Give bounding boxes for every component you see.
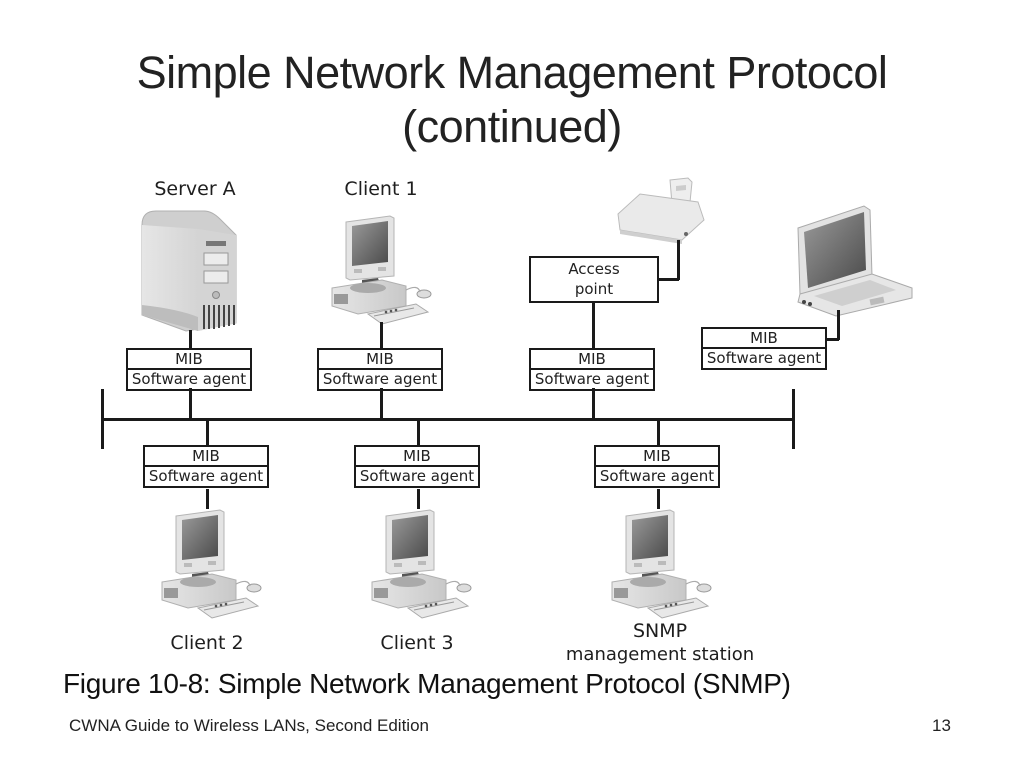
link-laptop-v xyxy=(837,310,840,340)
drop-snmp-station xyxy=(657,489,660,509)
node-label-client-1: Client 1 xyxy=(344,178,418,200)
desktop-computer-icon xyxy=(371,509,472,619)
agent-box-snmp-station: MIB Software agent xyxy=(594,445,720,488)
slide-footer: CWNA Guide to Wireless LANs, Second Edit… xyxy=(69,716,429,735)
link-ap-agent xyxy=(592,302,595,349)
mib-label: MIB xyxy=(356,447,478,467)
access-point-label-line2: point xyxy=(574,280,614,298)
mib-label: MIB xyxy=(128,350,250,370)
drop-client-2 xyxy=(206,489,209,509)
node-label-snmp: SNMP xyxy=(632,620,688,642)
riser-client-2 xyxy=(206,419,209,446)
agent-box-server-a: MIB Software agent xyxy=(126,348,252,391)
desktop-computer-icon xyxy=(331,215,432,325)
drop-server-a xyxy=(189,388,192,419)
software-agent-label: Software agent xyxy=(131,370,247,388)
link-laptop-h xyxy=(826,338,839,341)
software-agent-label: Software agent xyxy=(599,467,715,485)
slide-title-line2: (continued) xyxy=(402,101,622,152)
drop-client-3 xyxy=(417,489,420,509)
figure-caption: Figure 10-8: Simple Network Management P… xyxy=(63,668,791,699)
mib-label: MIB xyxy=(145,447,267,467)
software-agent-label: Software agent xyxy=(706,349,822,367)
page-number: 13 xyxy=(932,716,951,735)
riser-snmp-station xyxy=(657,419,660,446)
node-label-management-station: management station xyxy=(565,644,755,665)
link-client-1 xyxy=(380,322,383,349)
slide-title: Simple Network Management Protocol (cont… xyxy=(0,46,1024,154)
server-tower-icon xyxy=(141,210,237,332)
mib-label: MIB xyxy=(596,447,718,467)
node-label-server-a: Server A xyxy=(154,178,236,200)
mib-label: MIB xyxy=(703,329,825,349)
desktop-computer-icon xyxy=(161,509,262,619)
mib-label: MIB xyxy=(531,350,653,370)
agent-box-laptop: MIB Software agent xyxy=(701,327,827,370)
node-label-client-3: Client 3 xyxy=(380,632,454,654)
slide-title-line1: Simple Network Management Protocol xyxy=(136,47,888,98)
software-agent-label: Software agent xyxy=(534,370,650,388)
agent-box-access-point: MIB Software agent xyxy=(529,348,655,391)
access-point-box: Access point xyxy=(529,256,659,303)
laptop-icon xyxy=(797,205,913,317)
agent-box-client-1: MIB Software agent xyxy=(317,348,443,391)
drop-access-point xyxy=(592,388,595,419)
agent-box-client-3: MIB Software agent xyxy=(354,445,480,488)
software-agent-label: Software agent xyxy=(322,370,438,388)
node-label-client-2: Client 2 xyxy=(170,632,244,654)
riser-client-3 xyxy=(417,419,420,446)
drop-client-1 xyxy=(380,388,383,419)
software-agent-label: Software agent xyxy=(148,467,264,485)
network-backbone xyxy=(101,418,794,421)
link-server-a xyxy=(189,330,192,349)
agent-box-client-2: MIB Software agent xyxy=(143,445,269,488)
link-ap-device-h xyxy=(658,278,679,281)
backbone-terminator-left xyxy=(101,389,104,449)
mib-label: MIB xyxy=(319,350,441,370)
software-agent-label: Software agent xyxy=(359,467,475,485)
access-point-label-line1: Access xyxy=(568,260,620,278)
link-ap-device xyxy=(677,240,680,280)
desktop-computer-icon xyxy=(611,509,712,619)
backbone-terminator-right xyxy=(792,389,795,449)
access-point-icon xyxy=(617,177,705,244)
